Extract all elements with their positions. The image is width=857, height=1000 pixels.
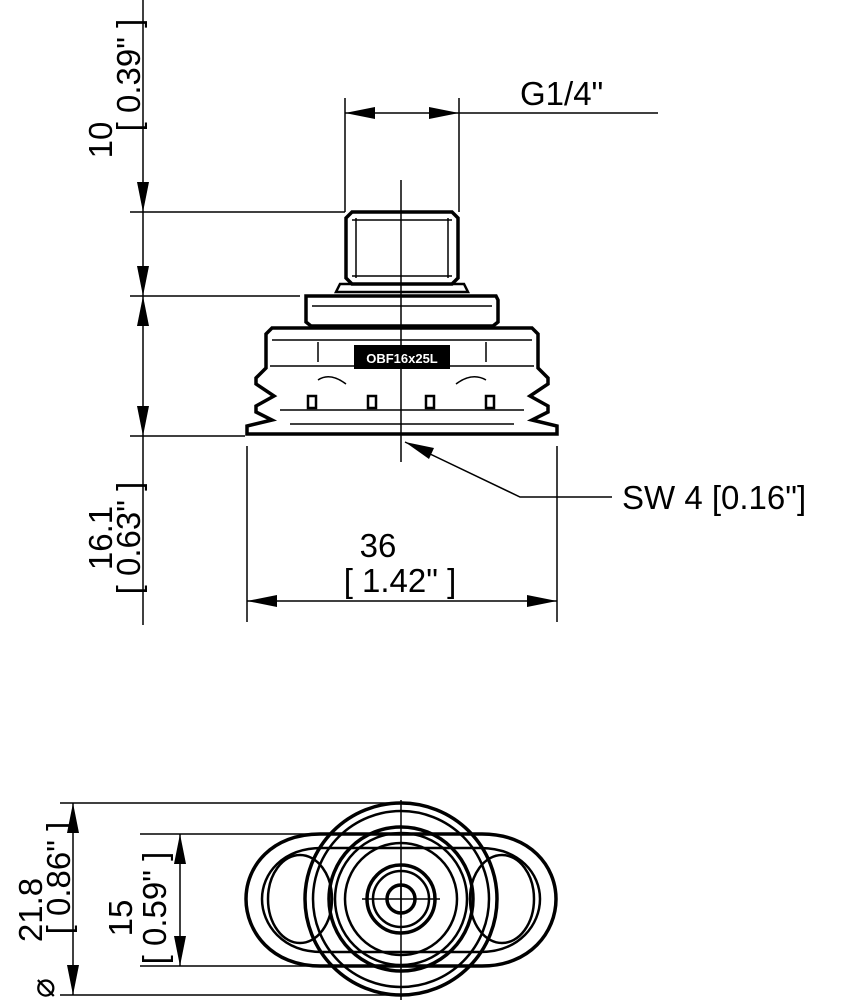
dim-arrow [174, 834, 186, 864]
outer-dim-metric: 21.8 [12, 878, 49, 942]
dim-arrow [137, 296, 149, 326]
cup-lobe-left [266, 853, 334, 945]
bottom-dim-imperial: [ 0.63" ] [110, 482, 147, 595]
ring [365, 863, 437, 935]
top-view: 21.8 [ 0.86" ] ⌀ 15 [ 0.59" ] [12, 800, 558, 1000]
ring [327, 825, 475, 973]
width-dim-metric: 36 [360, 527, 397, 564]
part-marking: OBF16x25L [366, 351, 438, 366]
cup-lobe-right [468, 853, 536, 945]
part-marking-plate [354, 345, 450, 369]
suction-cup-body [245, 326, 559, 436]
top-dim-imperial: [ 0.39" ] [110, 19, 147, 132]
bottom-dim-metric: 16.1 [82, 506, 119, 570]
diameter-symbol: ⌀ [24, 978, 61, 998]
ring [311, 809, 491, 989]
thread-label: G1/4" [520, 75, 603, 112]
dim-arrow [67, 965, 79, 995]
outer-dim-imperial: [ 0.86" ] [40, 822, 77, 935]
inner-dim-imperial: [ 0.59" ] [136, 852, 173, 965]
wrench-label: SW 4 [0.16"] [622, 479, 806, 516]
dim-arrow [174, 936, 186, 966]
ring [371, 869, 431, 929]
cup-ribs [306, 342, 496, 410]
outer-ring [303, 801, 499, 997]
fitting-nut [304, 294, 500, 328]
dim-arrow [247, 595, 277, 607]
wrench-leader [404, 441, 612, 498]
dim-arrow [137, 266, 149, 296]
dim-arrow [429, 107, 459, 119]
ring [343, 841, 459, 957]
dim-arrow [137, 406, 149, 436]
top-dim-metric: 10 [82, 122, 119, 159]
dim-arrow [67, 803, 79, 833]
thread-fitting [344, 210, 460, 286]
ring [333, 831, 469, 967]
dim-arrow [345, 107, 375, 119]
fitting-neck [333, 282, 471, 294]
width-dim-imperial: [ 1.42" ] [344, 562, 457, 599]
inner-dim-metric: 15 [102, 900, 139, 937]
dim-arrow [137, 182, 149, 212]
leader-arrow [405, 442, 434, 459]
cup-oval-outline [244, 832, 558, 968]
side-view: 10 [ 0.39" ] 16.1 [ 0.63" ] G1/4" [82, 0, 806, 625]
dim-arrow [527, 595, 557, 607]
